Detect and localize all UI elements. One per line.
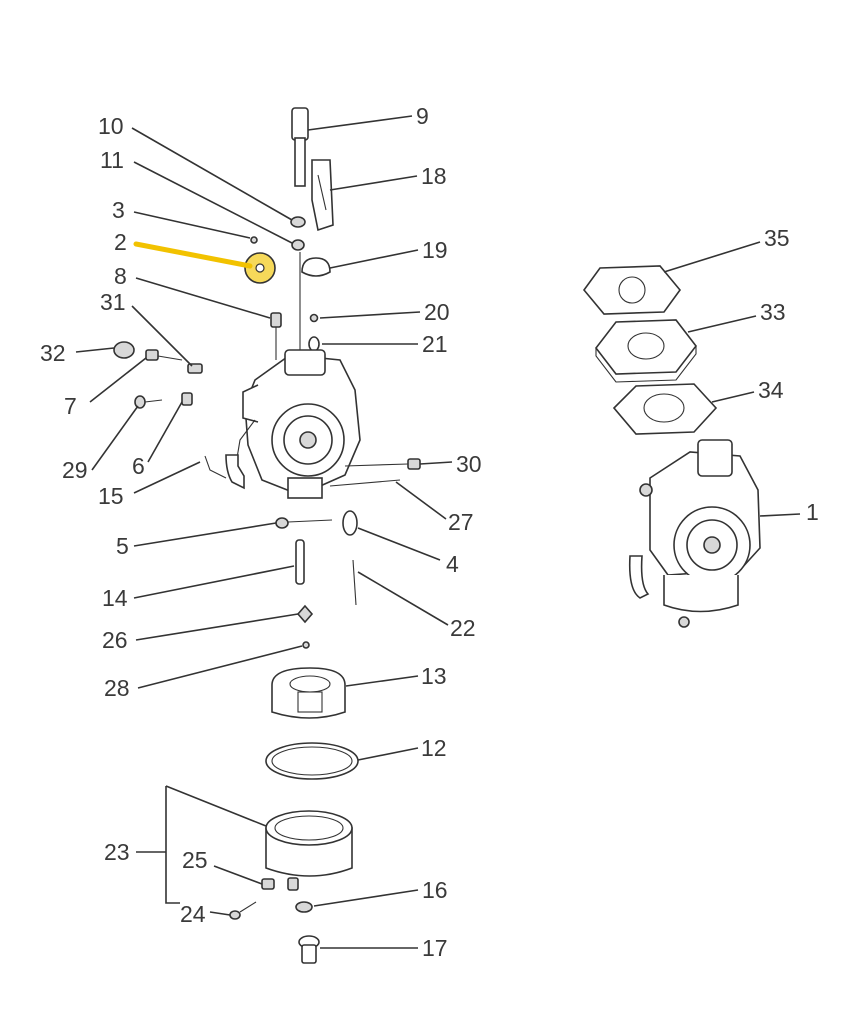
callout-9: 9 xyxy=(416,103,429,129)
callout-31: 31 xyxy=(100,289,126,315)
highlight-leader-2 xyxy=(133,241,253,269)
callout-25: 25 xyxy=(182,847,208,873)
callout-13: 13 xyxy=(421,663,447,689)
part-6-spring xyxy=(181,392,193,406)
callout-10: 10 xyxy=(98,113,124,139)
part-14-tube xyxy=(295,539,305,585)
part-21-spring xyxy=(308,336,320,352)
part-26-jet xyxy=(296,604,314,624)
callout-32: 32 xyxy=(40,340,66,366)
callout-30: 30 xyxy=(456,451,482,477)
callout-18: 18 xyxy=(421,163,447,189)
part-23-bowl xyxy=(265,810,353,877)
part-4-gasket xyxy=(342,510,358,536)
callout-labels: 10 9 11 18 3 2 19 8 20 31 21 32 7 29 6 3… xyxy=(40,103,819,961)
part-1-carburetor-assembly xyxy=(628,439,761,628)
part-8-screw xyxy=(270,312,282,360)
part-10-washer xyxy=(290,216,306,228)
callout-27: 27 xyxy=(448,509,474,535)
part-30-screw xyxy=(344,458,421,470)
callout-35: 35 xyxy=(764,225,790,251)
part-35-gasket xyxy=(582,265,682,315)
callout-2: 2 xyxy=(114,229,127,255)
callout-28: 28 xyxy=(104,675,130,701)
callout-11: 11 xyxy=(100,147,124,173)
part-25-screw xyxy=(261,878,275,890)
callout-26: 26 xyxy=(102,627,128,653)
callout-3: 3 xyxy=(112,197,125,223)
callout-16: 16 xyxy=(422,877,448,903)
callout-7: 7 xyxy=(64,393,77,419)
callout-6: 6 xyxy=(132,453,145,479)
part-33-insulator xyxy=(594,319,698,383)
part-28-ball xyxy=(302,641,310,649)
callout-17: 17 xyxy=(422,935,448,961)
callout-19: 19 xyxy=(422,237,448,263)
part-2-plate xyxy=(244,252,276,284)
part-31-nut xyxy=(187,363,203,374)
callout-14: 14 xyxy=(102,585,128,611)
callout-34: 34 xyxy=(758,377,784,403)
callout-4: 4 xyxy=(446,551,459,577)
part-22-needle xyxy=(352,559,357,606)
part-27-shaft xyxy=(329,479,401,487)
part-7-screw xyxy=(145,349,183,361)
parts-group xyxy=(113,107,761,964)
part-11-washer xyxy=(291,239,305,251)
part-32-screw xyxy=(113,341,135,359)
part-19-cap xyxy=(301,257,331,277)
part-17-bolt xyxy=(298,935,320,964)
part-15-tube xyxy=(225,454,245,490)
callout-8: 8 xyxy=(114,263,127,289)
carburetor-body xyxy=(234,349,361,499)
part-5-jet xyxy=(275,517,333,529)
callout-15: 15 xyxy=(98,483,124,509)
part-34-gasket xyxy=(612,383,718,435)
part-24-screw xyxy=(229,901,257,920)
part-18-lever xyxy=(311,159,334,232)
callout-24: 24 xyxy=(180,901,206,927)
leader-lines xyxy=(75,115,801,949)
part-12-oring xyxy=(265,742,359,780)
part-3-screw xyxy=(250,236,258,244)
callout-33: 33 xyxy=(760,299,786,325)
callout-21: 21 xyxy=(422,331,448,357)
callout-29: 29 xyxy=(62,457,88,483)
callout-5: 5 xyxy=(116,533,129,559)
part-13-float xyxy=(271,667,346,719)
callout-20: 20 xyxy=(424,299,450,325)
callout-12: 12 xyxy=(421,735,447,761)
callout-22: 22 xyxy=(450,615,476,641)
callout-23: 23 xyxy=(104,839,130,865)
part-16-washer xyxy=(295,901,313,913)
part-29-screw xyxy=(134,395,163,409)
part-20-ring xyxy=(309,313,319,323)
callout-1: 1 xyxy=(806,499,819,525)
part-9-shaft xyxy=(291,107,309,187)
